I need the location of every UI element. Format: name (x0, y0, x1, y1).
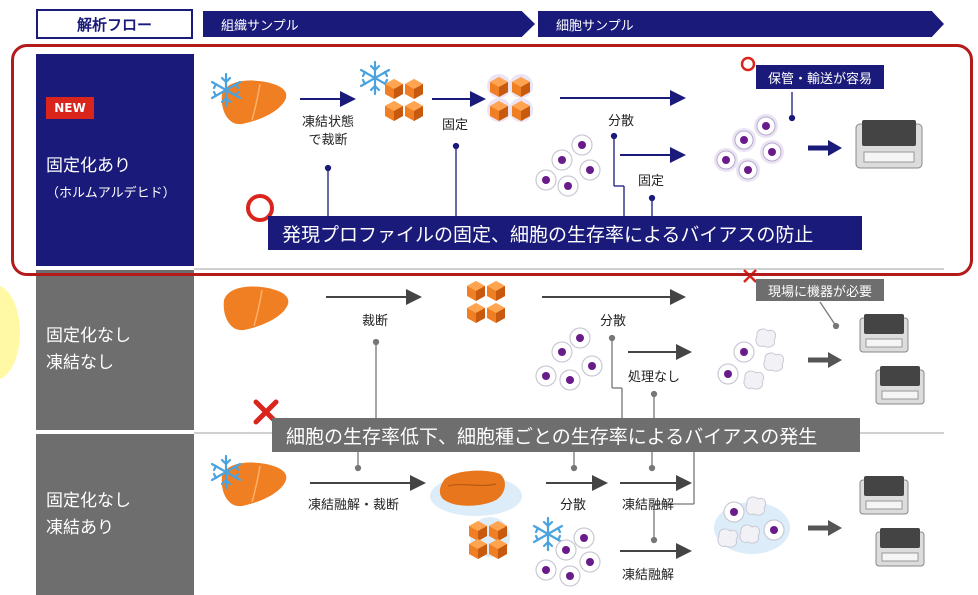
no-process-label: 処理なし (628, 370, 681, 385)
new-badge-label: NEW (54, 101, 86, 115)
analyzer-icon (875, 527, 925, 567)
row2-subtitle: 凍結なし (46, 353, 114, 373)
highlight-frame (11, 44, 973, 276)
cut-label: 裁断 (362, 314, 389, 329)
frozen-cells-icon (535, 527, 601, 587)
thaw-label: 凍結融解 (622, 498, 675, 513)
freeze-cut-label: 凍結状態 で裁断 (301, 115, 354, 148)
thawed-cells-icon (714, 496, 790, 554)
row1-summary-band: 発現プロファイルの固定、細胞の生存率によるバイアスの防止 (268, 216, 862, 250)
thaw-label: 凍結融解 (622, 568, 675, 583)
row2-summary-text: 細胞の生存率低下、細胞種ごとの生存率によるバイアスの発生 (286, 425, 818, 448)
tissue-sample-header: 組織サンプル (203, 11, 535, 37)
storage-callout-text: 保管・輸送が容易 (767, 71, 872, 87)
row2-label: 固定化なし 凍結なし (36, 270, 194, 430)
equipment-callout: 現場に機器が必要 (756, 279, 884, 301)
fixed-cubes-icon (487, 74, 533, 122)
cell-sample-header: 細胞サンプル (538, 11, 944, 37)
circle-mark-icon (246, 194, 274, 222)
row2-title: 固定化なし (46, 326, 131, 346)
equipment-callout-text: 現場に機器が必要 (767, 284, 872, 300)
analyzer-icon (859, 475, 909, 515)
dispersed-cells-icon (535, 327, 603, 391)
new-badge: NEW (46, 97, 94, 119)
fix-cells-label: 固定 (638, 174, 665, 189)
row1-summary-text: 発現プロファイルの固定、細胞の生存率によるバイアスの防止 (282, 223, 814, 246)
cross-mark-icon (743, 269, 757, 283)
storage-callout: 保管・輸送が容易 (756, 65, 884, 89)
thaw-cut-label: 凍結融解・裁断 (308, 498, 400, 513)
row1-label: 固定化あり （ホルムアルデヒド） (36, 54, 194, 266)
flow-label: 解析フロー (36, 9, 193, 39)
row3-label: 固定化なし 凍結あり (36, 434, 194, 595)
row1-title: 固定化あり (46, 156, 131, 176)
fix-label: 固定 (442, 118, 469, 133)
row2-summary-band: 細胞の生存率低下、細胞種ごとの生存率によるバイアスの発生 (272, 418, 860, 452)
analyzer-icon (859, 313, 909, 353)
disperse-label: 分散 (608, 114, 635, 129)
thawed-cubes-icon (469, 517, 510, 559)
highlight-blob (0, 285, 20, 380)
row-divider (194, 268, 944, 270)
analyzer-icon (875, 365, 925, 405)
row1-subtitle: （ホルムアルデヒド） (46, 186, 176, 201)
damaged-cells-icon (717, 328, 785, 390)
cell-sample-label: 細胞サンプル (556, 18, 634, 34)
thawed-tissue-icon (430, 470, 522, 516)
row3-title: 固定化なし (46, 490, 131, 511)
row3-subtitle: 凍結あり (46, 517, 114, 538)
circle-mark-icon (740, 56, 756, 72)
tissue-cubes-icon (467, 281, 505, 323)
liver-icon (222, 285, 290, 331)
tissue-sample-label: 組織サンプル (221, 18, 299, 34)
disperse-label: 分散 (600, 314, 627, 329)
disperse-label: 分散 (560, 498, 587, 513)
